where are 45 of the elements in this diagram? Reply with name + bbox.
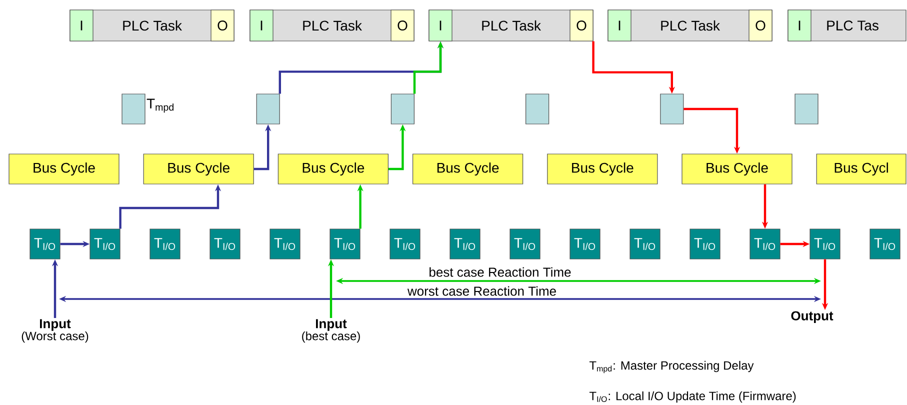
legend-note: T$_{I/O}$: Local I/O Update Time (Firmware) (589, 391, 796, 403)
bus-cycle-box: Bus Cycle (8, 154, 120, 184)
signal-label: Output (791, 311, 834, 323)
input-box: I (608, 10, 632, 42)
signal-label: Input (best case) (302, 319, 360, 343)
delay-box (526, 94, 550, 124)
update-box: T$_{I/O}$ (810, 228, 840, 260)
update-box: T$_{I/O}$ (330, 228, 360, 260)
output-box: O (210, 10, 234, 42)
output-box: O (748, 10, 772, 42)
update-box: T$_{I/O}$ (450, 228, 480, 260)
input-box: I (70, 10, 94, 42)
bus-cycle-box: Bus Cycle (412, 154, 524, 184)
update-box: T$_{I/O}$ (510, 228, 540, 260)
bus-cycle-box: Bus Cycle (278, 154, 388, 184)
delay-box: T$_{mpd}$ (122, 94, 174, 124)
bus-cycle-box: Bus Cycle (547, 154, 658, 184)
node-label: T$_{mpd}$ (146, 98, 174, 113)
delay-box (660, 94, 684, 124)
delay-box (390, 94, 414, 124)
update-box: T$_{I/O}$ (750, 228, 780, 260)
update-box: T$_{I/O}$ (630, 228, 660, 260)
signal-label: Input (Worst case) (22, 319, 88, 343)
dimension-label: worst case Reaction Time (407, 286, 556, 296)
update-box: T$_{I/O}$ (30, 228, 60, 260)
bus-cycle-box: Bus Cycle (682, 154, 792, 184)
legend-note: T$_{mpd}$: Master Processing Delay (589, 360, 754, 374)
update-box: T$_{I/O}$ (390, 228, 420, 260)
dimension-label: best case Reaction Time (430, 267, 571, 277)
update-box: T$_{I/O}$ (150, 228, 180, 260)
bus-cycle-box: Bus Cycl (816, 154, 906, 184)
update-box: T$_{I/O}$ (270, 228, 300, 260)
input-box: I (788, 10, 812, 42)
bus-cycle-box: Bus Cycle (143, 154, 254, 184)
delay-box (794, 94, 818, 124)
output-box: O (570, 10, 594, 42)
update-box: T$_{I/O}$ (570, 228, 600, 260)
update-box: T$_{I/O}$ (210, 228, 240, 260)
update-box: T$_{I/O}$ (870, 228, 900, 260)
update-box: T$_{I/O}$ (690, 228, 720, 260)
input-box: I (250, 10, 274, 42)
delay-box (256, 94, 280, 124)
output-box: O (390, 10, 414, 42)
update-box: T$_{I/O}$ (90, 228, 120, 260)
input-box: I (428, 10, 452, 42)
